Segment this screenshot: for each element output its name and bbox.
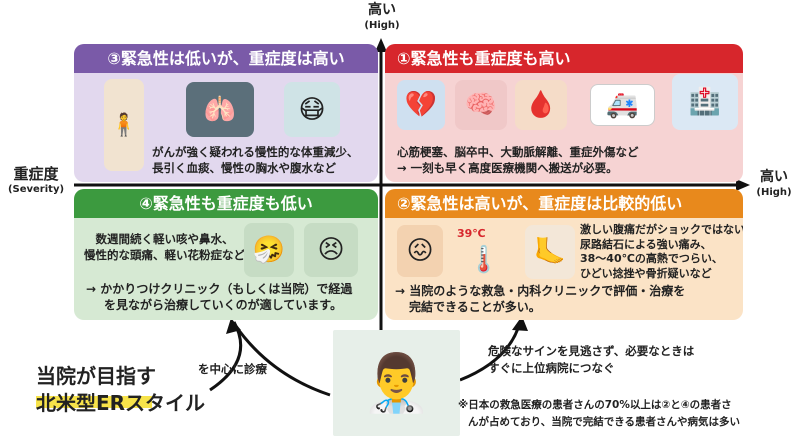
quadrant-4: ④緊急性も重症度も低い 数週間続く軽い咳や鼻水、慢性的な頭痛、軽い花粉症など 🤧… — [74, 189, 378, 320]
right-note: 危険なサインを見逃さず、必要なときはすぐに上位病院につなぐ — [488, 344, 695, 375]
headline-line1: 当院が目指す — [36, 364, 156, 388]
chest-pain-illustration: 💔 — [397, 80, 445, 130]
quadrant-3-text: がんが強く疑われる慢性的な体重減少、長引く血痰、慢性の胸水や腹水など — [152, 145, 359, 175]
quadrant-3: ③緊急性は低いが、重症度は高い 🧍 🫁 😷 がんが強く疑われる慢性的な体重減少、… — [74, 44, 378, 182]
doctor-illustration: 👨‍⚕️ — [333, 330, 460, 436]
quadrant-4-conclusion: → かかりつけクリニック（もしくは当院）で経過を見ながら治療していくのが適してい… — [86, 282, 353, 312]
thermometer-icon: 🌡️ — [467, 245, 501, 275]
quadrant-1-title: ①緊急性も重症度も高い — [385, 44, 743, 73]
cough-illustration: 🤧 — [244, 223, 294, 277]
curved-arrow-left — [233, 324, 331, 397]
weight-loss-illustration: 🧍 — [104, 79, 144, 171]
quadrant-1: ①緊急性も重症度も高い 💔 🧠 🩸 🚑 🏥 心筋梗塞、脳卒中、大動脈解離、重症外… — [385, 44, 743, 182]
coughing-blood-illustration: 😷 — [284, 82, 340, 137]
quadrant-1-text: 心筋梗塞、脳卒中、大動脈解離、重症外傷など→ 一刻も早く高度医療機関へ搬送が必要… — [397, 145, 639, 175]
brain-illustration: 🧠 — [455, 80, 507, 130]
left-note: を中心に診療 — [198, 362, 267, 376]
sprained-ankle-illustration: 🦶 — [525, 225, 575, 279]
xray-illustration: 🫁 — [186, 82, 254, 137]
quadrant-4-text: 数週間続く軽い咳や鼻水、慢性的な頭痛、軽い花粉症など — [84, 232, 245, 262]
quadrant-2-title: ②緊急性は高いが、重症度は比較的低い — [385, 189, 743, 218]
quadrant-3-title: ③緊急性は低いが、重症度は高い — [74, 44, 378, 73]
footnote: ※日本の救急医療の患者さんの70%以上は②と④の患者さんが占めており、当院で完結… — [458, 399, 741, 428]
quadrant-2: ②緊急性は高いが、重症度は比較的低い 😖 39℃ 🌡️ 🦶 激しい腹痛だがショッ… — [385, 189, 743, 320]
headline-line2: 北米型ERスタイル — [36, 391, 206, 415]
axis-label-severity: 重症度(Severity) — [7, 165, 65, 196]
injury-illustration: 🩸 — [515, 80, 567, 130]
headline-highlight — [36, 396, 152, 408]
quadrant-2-text: 激しい腹痛だがショックではない、尿路結石による強い痛み、38〜40℃の高熱でつら… — [580, 223, 743, 280]
axis-label-horizontal: 高い(High) — [756, 169, 792, 199]
quadrant-2-conclusion: → 当院のような救急・内科クリニックで評価・治療を完結できることが多い。 — [395, 284, 686, 314]
thermometer-reading: 39℃ — [457, 227, 486, 240]
axis-label-vertical: 高い(High) — [364, 2, 400, 32]
pollen-illustration: 😣 — [304, 223, 358, 277]
ambulance-icon: 🚑 — [590, 84, 655, 126]
hospital-icon: 🏥 — [672, 74, 738, 130]
quadrant-4-title: ④緊急性も重症度も低い — [74, 189, 378, 218]
abdominal-pain-illustration: 😖 — [397, 225, 443, 277]
